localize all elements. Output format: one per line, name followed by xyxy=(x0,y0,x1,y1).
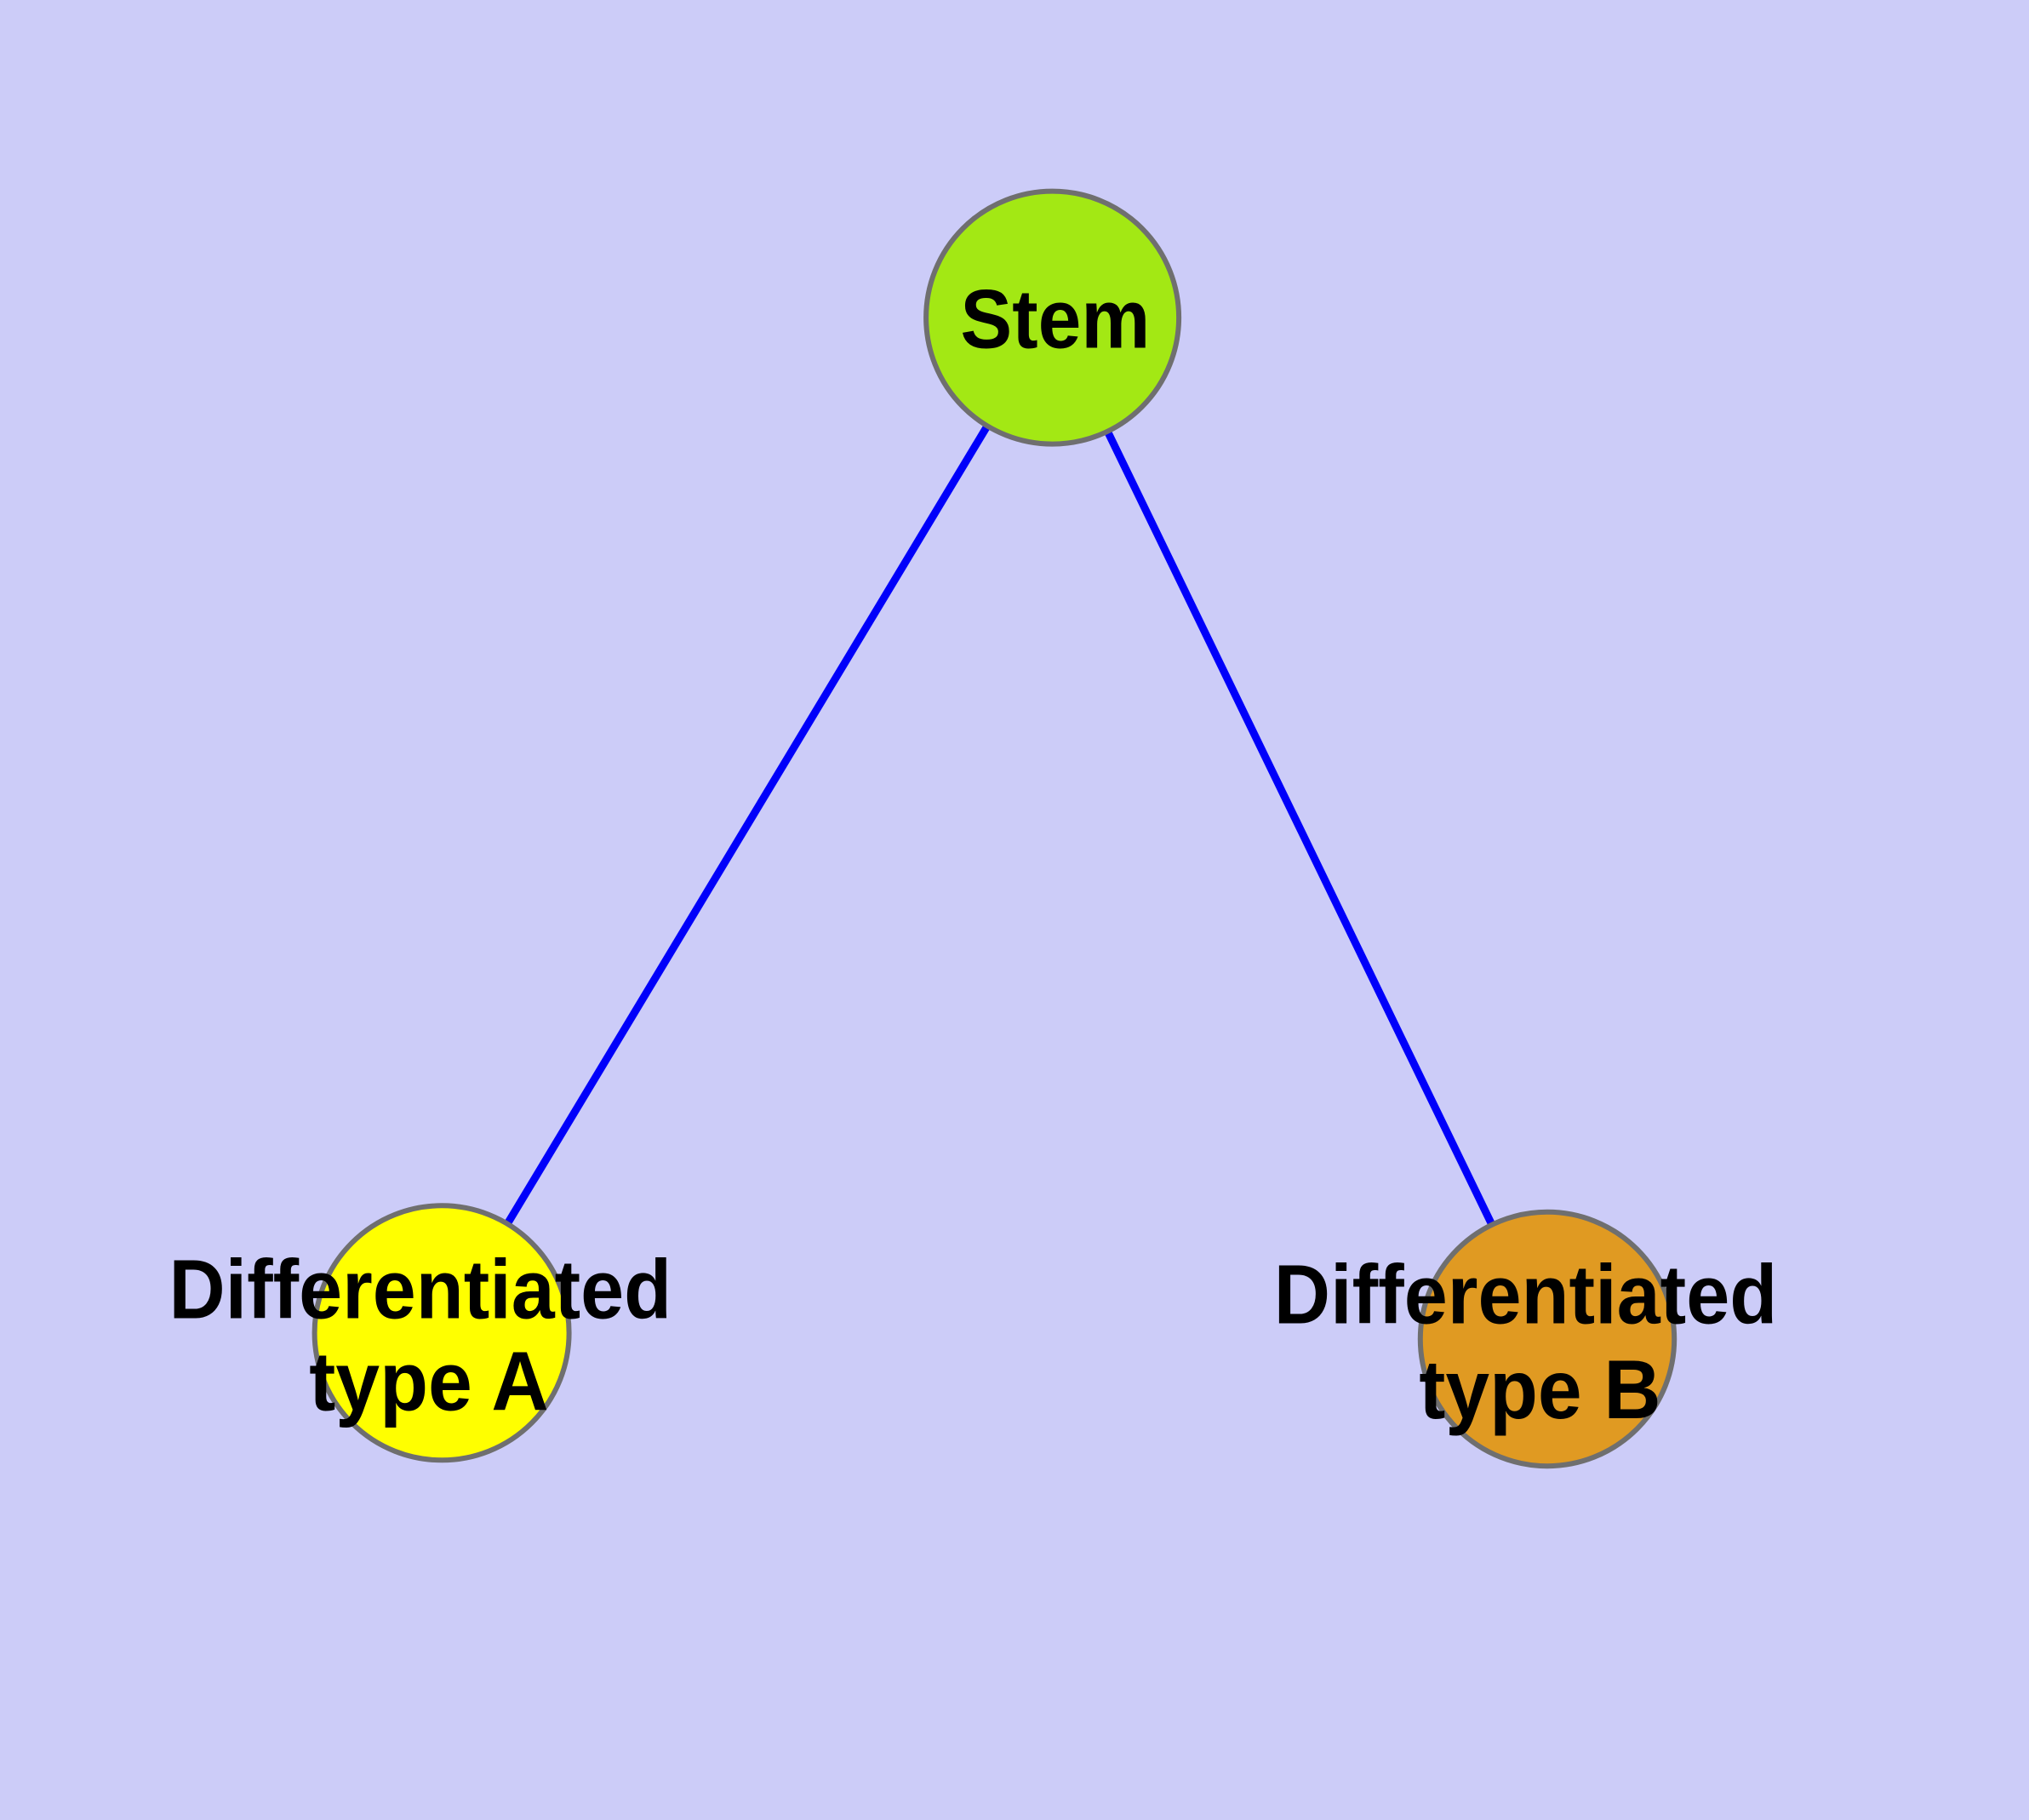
svg-text:Differentiated: Differentiated xyxy=(169,1242,672,1336)
svg-text:Differentiated: Differentiated xyxy=(1274,1248,1778,1342)
svg-text:type A: type A xyxy=(309,1335,549,1428)
svg-text:type B: type B xyxy=(1419,1342,1660,1436)
svg-text:Stem: Stem xyxy=(960,272,1150,366)
